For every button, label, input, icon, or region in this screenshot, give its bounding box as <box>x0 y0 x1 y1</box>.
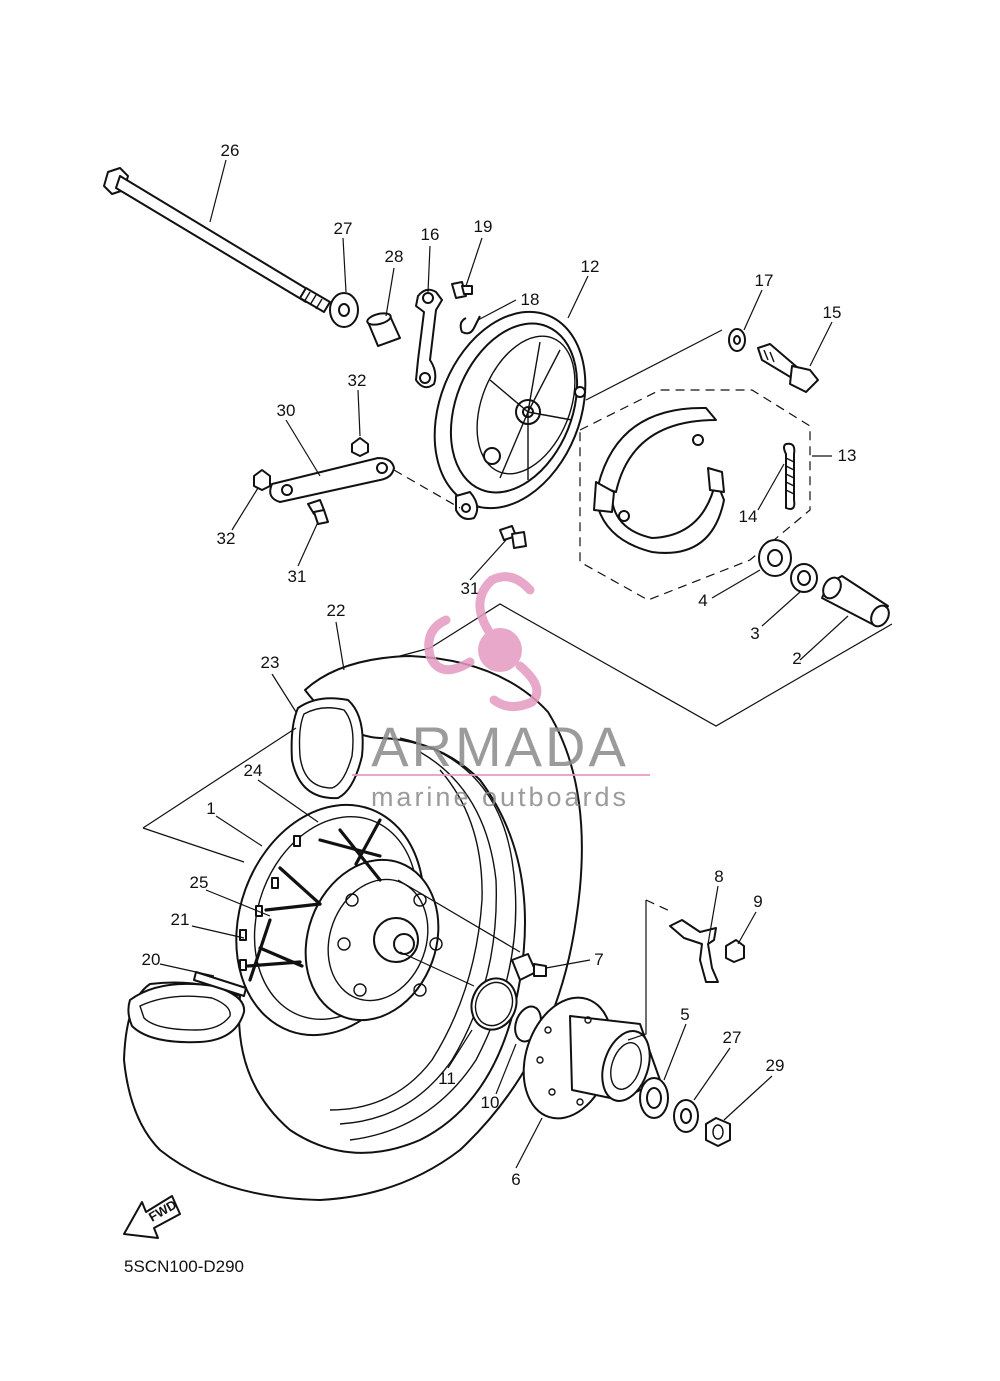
clutch-hub-damper <box>511 953 547 981</box>
brake-shoe-kit <box>579 389 811 601</box>
lock-washer <box>669 919 719 983</box>
callout-5: 5 <box>680 1005 689 1024</box>
callout-17: 17 <box>755 271 774 290</box>
inner-tube <box>290 697 364 800</box>
callout-21: 21 <box>171 910 190 929</box>
lever-bolt <box>451 281 473 299</box>
bearing-left <box>758 539 792 577</box>
axle-nut <box>705 1117 731 1147</box>
callout-16: 16 <box>421 225 440 244</box>
callout-25: 25 <box>190 873 209 892</box>
callout-4: 4 <box>698 591 707 610</box>
tire-valve <box>193 971 247 997</box>
diagram-code: 5SCN100-D290 <box>124 1257 244 1276</box>
rear-axle <box>103 167 331 313</box>
cam-washer <box>728 328 746 352</box>
callout-26: 26 <box>221 141 240 160</box>
spacer <box>821 575 890 628</box>
callout-15: 15 <box>823 303 842 322</box>
callout-31: 31 <box>288 567 307 586</box>
callouts: 26 27 28 16 19 18 12 17 15 32 30 32 31 3… <box>142 141 857 1189</box>
callout-20: 20 <box>142 950 161 969</box>
tension-bar-nut-upper <box>351 437 369 457</box>
assembly-lines <box>142 329 893 1041</box>
bearing-right <box>639 1077 669 1119</box>
tension-bar-bolt-right <box>499 525 527 549</box>
callout-28: 28 <box>385 247 404 266</box>
callout-1: 1 <box>206 799 215 818</box>
spokes <box>246 818 382 982</box>
callout-30: 30 <box>277 401 296 420</box>
callout-13: 13 <box>838 446 857 465</box>
callout-11: 11 <box>438 1069 456 1088</box>
propeller-logo-icon <box>424 572 542 711</box>
callout-23: 23 <box>261 653 280 672</box>
brake-shoe-plate <box>433 310 587 520</box>
callout-19: 19 <box>474 217 493 236</box>
callout-31: 31 <box>461 579 480 598</box>
wear-indicator <box>459 315 481 335</box>
callout-27: 27 <box>723 1028 742 1047</box>
callout-6: 6 <box>511 1170 520 1189</box>
oil-seal <box>790 563 818 593</box>
forward-direction-arrow: FWD <box>123 1195 181 1239</box>
callout-27: 27 <box>334 219 353 238</box>
tension-bar-bolt-left <box>307 499 329 525</box>
callout-8: 8 <box>714 867 723 886</box>
callout-12: 12 <box>581 257 600 276</box>
axle-washer <box>329 292 359 328</box>
watermark-brand: ARMADA <box>371 715 629 778</box>
callout-32: 32 <box>217 529 236 548</box>
camshaft-lever <box>415 288 443 389</box>
callout-3: 3 <box>750 624 759 643</box>
callout-18: 18 <box>521 290 540 309</box>
callout-9: 9 <box>753 892 762 911</box>
callout-24: 24 <box>244 761 263 780</box>
callout-29: 29 <box>766 1056 785 1075</box>
leader-lines <box>159 159 849 1169</box>
brake-camshaft <box>757 343 819 393</box>
hub-nut <box>725 939 745 963</box>
o-ring-large <box>470 977 518 1031</box>
callout-14: 14 <box>739 507 758 526</box>
tension-bar <box>269 457 395 503</box>
callout-22: 22 <box>327 601 346 620</box>
callout-7: 7 <box>594 950 603 969</box>
axle-collar <box>366 312 401 347</box>
callout-2: 2 <box>792 649 801 668</box>
callout-10: 10 <box>481 1093 500 1112</box>
watermark: ARMADA marine outboards <box>352 572 650 812</box>
watermark-tagline: marine outboards <box>371 782 629 812</box>
hub-washer <box>673 1099 699 1133</box>
wheel-rim <box>235 803 443 1037</box>
tension-bar-nut-lower <box>253 469 271 491</box>
tire <box>123 655 583 1201</box>
callout-32: 32 <box>348 371 367 390</box>
